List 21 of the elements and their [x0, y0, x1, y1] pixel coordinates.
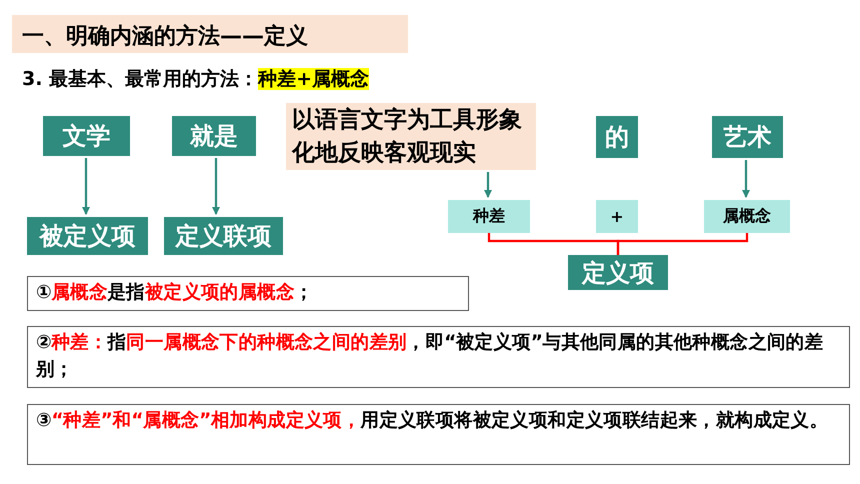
arrow [742, 160, 750, 198]
note-text: ②种差：指同一属概念下的种概念之间的差别，即“被定义项”与其他同属的其他种概念之间的差别； [27, 326, 850, 388]
term-box: 的 [596, 116, 638, 158]
term-box: 定义项 [568, 255, 668, 290]
section-heading: 一、明确内涵的方法——定义 [12, 15, 408, 53]
bracket-line [616, 233, 748, 255]
method-heading: 3. 最基本、最常用的方法：种差+属概念 [22, 67, 369, 92]
concept-box: + [596, 200, 638, 233]
arrow [212, 158, 220, 215]
note-text: ①属概念是指被定义项的属概念； [27, 276, 469, 311]
concept-box: 种差 [448, 200, 530, 233]
phrase-box: 以语言文字为工具形象化地反映客观现实 [286, 103, 536, 170]
note-text: ③“种差”和“属概念”相加构成定义项，用定义联项将被定义项和定义项联结起来，就构成定义。 [27, 404, 850, 465]
term-box: 就是 [172, 116, 256, 156]
concept-box: 属概念 [704, 200, 790, 233]
term-box: 被定义项 [27, 217, 148, 255]
term-box: 定义联项 [164, 217, 283, 255]
term-box: 文学 [43, 116, 130, 156]
arrow [484, 172, 492, 198]
arrow [82, 158, 90, 215]
term-box: 艺术 [712, 116, 783, 158]
